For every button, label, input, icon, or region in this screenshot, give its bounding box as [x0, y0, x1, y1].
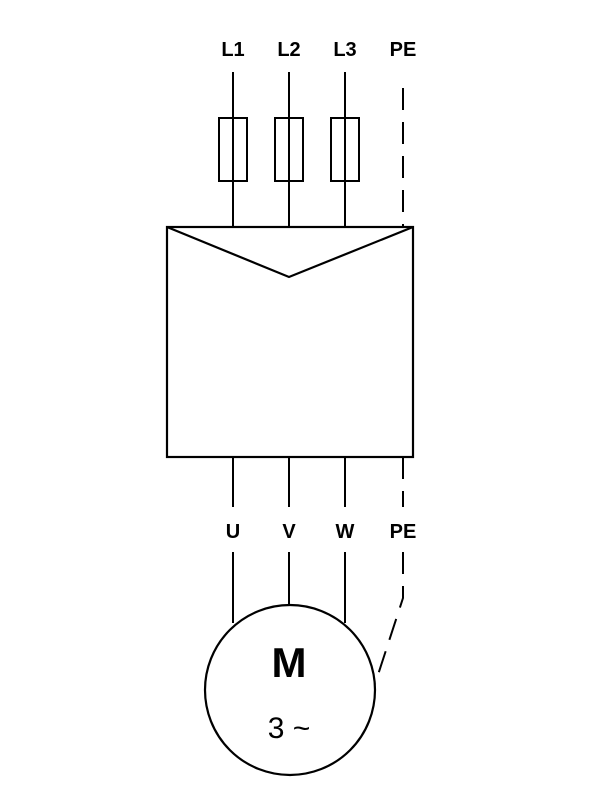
- label-pe-output: PE: [390, 521, 417, 543]
- motor-symbol: M: [272, 639, 307, 686]
- label-l2: L2: [277, 39, 300, 61]
- label-u: U: [226, 521, 240, 543]
- converter-box: [165, 225, 415, 459]
- converter-chevron: [166, 225, 414, 279]
- label-l1: L1: [221, 39, 244, 61]
- label-v: V: [282, 521, 296, 543]
- label-w: W: [336, 521, 355, 543]
- label-pe-supply: PE: [390, 39, 417, 61]
- label-l3: L3: [333, 39, 356, 61]
- motor-phase: 3 ~: [268, 712, 311, 745]
- motor-circle: [203, 603, 377, 777]
- wire-pe-motor: [374, 552, 404, 685]
